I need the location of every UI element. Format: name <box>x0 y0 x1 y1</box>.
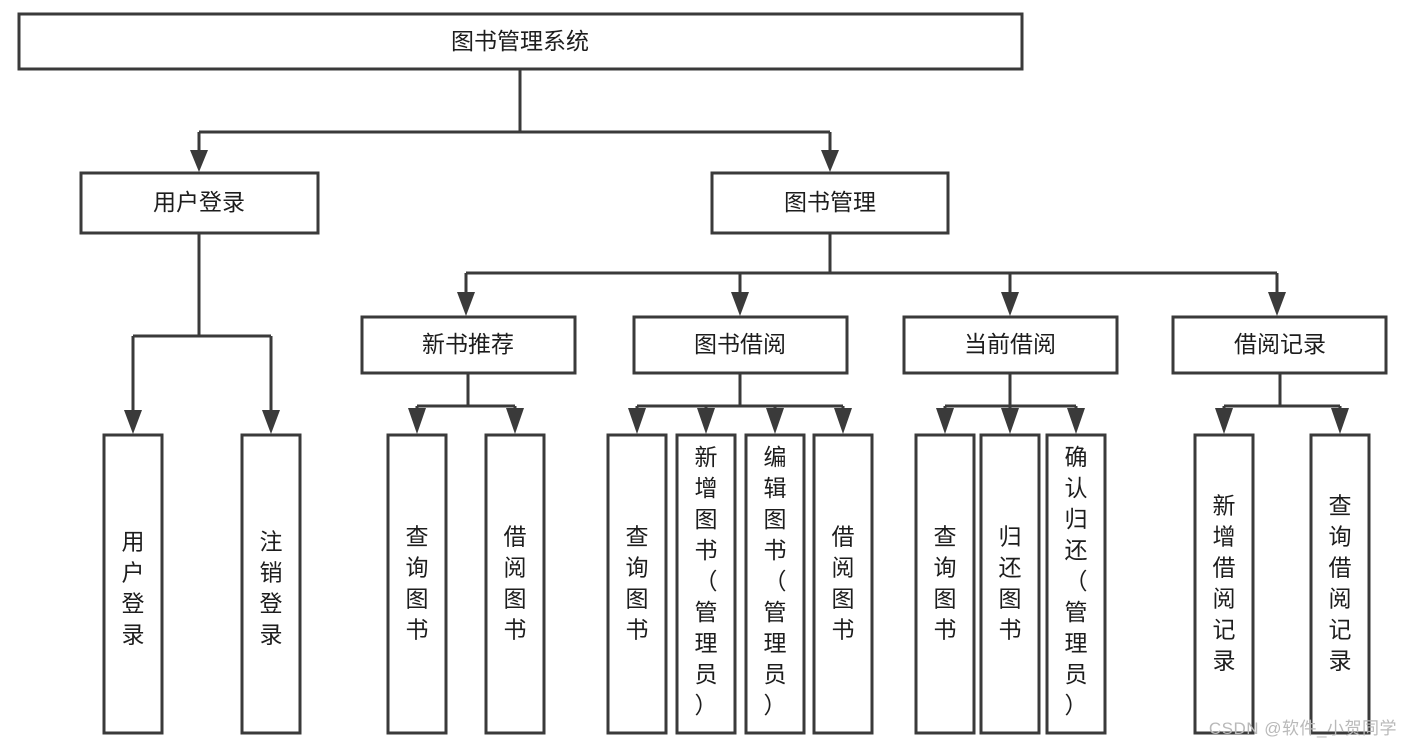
leaf-add-record-box[interactable] <box>1193 433 1255 735</box>
leaf-user-logout-box[interactable] <box>240 433 302 735</box>
node-root-label: 图书管理系统 <box>451 28 589 54</box>
leaf-query-book-1[interactable]: 查询图书 <box>386 433 448 735</box>
connector-layer <box>124 69 1349 434</box>
leaf-query-book-1-label: 查询图书 <box>406 524 429 643</box>
node-new-book-recommend-label: 新书推荐 <box>422 331 514 357</box>
leaf-add-record-label: 新增借阅记录 <box>1213 493 1236 674</box>
arrow-head-book-borrow <box>731 292 749 316</box>
leaf-query-book-2-box[interactable] <box>606 433 668 735</box>
leaf-add-book-box[interactable] <box>675 433 737 735</box>
leaf-query-book-3-label: 查询图书 <box>934 524 957 643</box>
node-borrow-record[interactable]: 借阅记录 <box>1171 315 1388 375</box>
arrow-head-leaf-borrow-book-2 <box>834 408 852 434</box>
arrow-head-leaf-user-login <box>124 410 142 434</box>
node-book-borrow[interactable]: 图书借阅 <box>632 315 849 375</box>
leaf-edit-book[interactable]: 编辑图书（管理员） <box>744 433 806 735</box>
arrow-head-leaf-add-record <box>1215 408 1233 434</box>
leaf-user-logout-label: 注销登录 <box>260 529 283 648</box>
leaf-borrow-book-2[interactable]: 借阅图书 <box>812 433 874 735</box>
leaf-confirm-return-box[interactable] <box>1045 433 1107 735</box>
leaf-confirm-return-label: 确认归还（管理员） <box>1065 444 1088 718</box>
leaf-user-login-box[interactable] <box>102 433 164 735</box>
leaf-borrow-book-2-label: 借阅图书 <box>832 524 855 643</box>
node-current-borrow-box[interactable] <box>902 315 1119 375</box>
leaf-borrow-book-1-label: 借阅图书 <box>504 524 527 643</box>
node-user-login-box[interactable] <box>79 171 320 235</box>
leaf-confirm-return[interactable]: 确认归还（管理员） <box>1045 433 1107 735</box>
arrow-head-leaf-edit-book <box>766 408 784 434</box>
node-user-login[interactable]: 用户登录 <box>79 171 320 235</box>
node-root-box[interactable] <box>17 12 1024 71</box>
leaf-query-book-2-label: 查询图书 <box>626 524 649 643</box>
node-root[interactable]: 图书管理系统 <box>17 12 1024 71</box>
arrow-head-leaf-user-logout <box>262 410 280 434</box>
csdn-watermark: CSDN @软件_小贺同学 <box>1208 719 1397 738</box>
arrow-head-user-login <box>190 150 208 172</box>
leaf-query-record[interactable]: 查询借阅记录 <box>1309 433 1371 735</box>
node-new-book-recommend-box[interactable] <box>360 315 577 375</box>
leaf-query-book-3[interactable]: 查询图书 <box>914 433 976 735</box>
node-current-borrow-label: 当前借阅 <box>964 331 1056 357</box>
node-book-management-label: 图书管理 <box>784 189 876 215</box>
leaf-query-record-box[interactable] <box>1309 433 1371 735</box>
leaf-edit-book-box[interactable] <box>744 433 806 735</box>
arrow-head-new-book-recommend <box>457 292 475 316</box>
arrow-head-leaf-query-record <box>1331 408 1349 434</box>
leaf-borrow-book-1[interactable]: 借阅图书 <box>484 433 546 735</box>
node-book-management-box[interactable] <box>710 171 950 235</box>
leaf-user-logout[interactable]: 注销登录 <box>240 433 302 735</box>
leaf-query-book-1-box[interactable] <box>386 433 448 735</box>
node-book-management[interactable]: 图书管理 <box>710 171 950 235</box>
arrow-head-current-borrow <box>1001 292 1019 316</box>
arrow-head-book-management <box>821 150 839 172</box>
node-borrow-record-box[interactable] <box>1171 315 1388 375</box>
leaf-query-record-label: 查询借阅记录 <box>1329 493 1352 674</box>
node-new-book-recommend[interactable]: 新书推荐 <box>360 315 577 375</box>
leaf-user-login[interactable]: 用户登录 <box>102 433 164 735</box>
leaf-add-book[interactable]: 新增图书（管理员） <box>675 433 737 735</box>
leaf-add-record[interactable]: 新增借阅记录 <box>1193 433 1255 735</box>
leaf-query-book-2[interactable]: 查询图书 <box>606 433 668 735</box>
arrow-head-borrow-record <box>1268 292 1286 316</box>
arrow-head-leaf-query-book-2 <box>628 408 646 434</box>
node-borrow-record-label: 借阅记录 <box>1234 331 1326 357</box>
leaf-return-book-label: 归还图书 <box>999 524 1022 643</box>
node-book-borrow-box[interactable] <box>632 315 849 375</box>
arrow-head-leaf-query-book-1 <box>408 408 426 434</box>
arrow-head-leaf-borrow-book-1 <box>506 408 524 434</box>
arrow-head-leaf-add-book <box>697 408 715 434</box>
node-book-borrow-label: 图书借阅 <box>694 331 786 357</box>
leaf-user-login-label: 用户登录 <box>122 529 145 648</box>
node-current-borrow[interactable]: 当前借阅 <box>902 315 1119 375</box>
node-user-login-label: 用户登录 <box>153 189 245 215</box>
arrow-head-leaf-confirm-return <box>1067 408 1085 434</box>
leaf-return-book[interactable]: 归还图书 <box>979 433 1041 735</box>
leaf-borrow-book-1-box[interactable] <box>484 433 546 735</box>
leaf-return-book-box[interactable] <box>979 433 1041 735</box>
leaf-add-book-label: 新增图书（管理员） <box>695 444 718 718</box>
arrow-head-leaf-query-book-3 <box>936 408 954 434</box>
arrow-head-leaf-return-book <box>1001 408 1019 434</box>
leaf-edit-book-label: 编辑图书（管理员） <box>764 444 787 718</box>
leaf-query-book-3-box[interactable] <box>914 433 976 735</box>
leaf-borrow-book-2-box[interactable] <box>812 433 874 735</box>
